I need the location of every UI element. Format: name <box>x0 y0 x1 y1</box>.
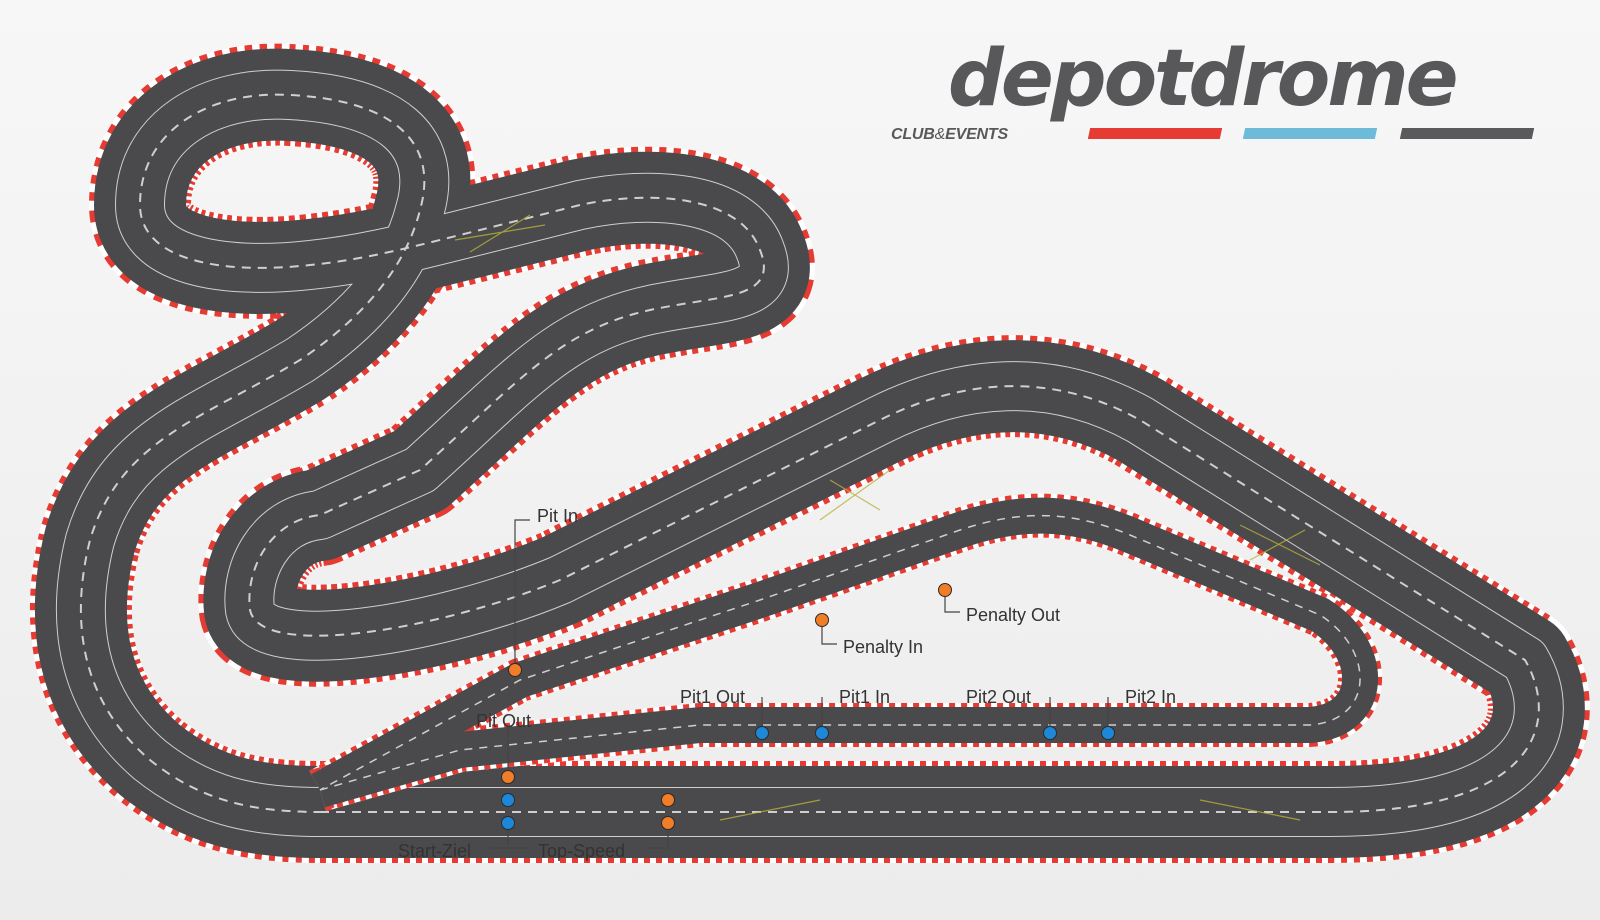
logo-sub-left: CLUB <box>891 126 935 143</box>
logo-wordmark: depotdrome <box>948 34 1459 124</box>
logo-stripe-gray <box>1399 128 1535 139</box>
label-pit1-in: Pit1 In <box>839 687 891 707</box>
logo-sub-amp: & <box>934 126 946 143</box>
logo-subtitle: CLUB&EVENTS <box>891 126 1008 144</box>
marker-pit-out <box>501 770 515 784</box>
label-top-speed: Top-Speed <box>538 841 626 861</box>
marker-pit2-out <box>1043 726 1057 740</box>
marker-penalty-out <box>938 583 952 597</box>
label-pit2-in: Pit2 In <box>1125 687 1177 707</box>
label-pit-in: Pit In <box>537 506 579 526</box>
marker-top-speed-lane-2 <box>661 816 675 830</box>
marker-pit2-in <box>1101 726 1115 740</box>
label-start-ziel: Start-Ziel <box>398 841 472 861</box>
marker-start-lane-1 <box>501 793 515 807</box>
marker-pit-in <box>508 663 522 677</box>
label-pit1-out: Pit1 Out <box>680 687 746 707</box>
logo-sub-right: EVENTS <box>945 126 1008 143</box>
marker-pit1-out <box>755 726 769 740</box>
label-pit-out: Pit Out <box>476 711 532 731</box>
crossover-marks <box>454 214 1321 821</box>
label-pit2-out: Pit2 Out <box>966 687 1032 707</box>
marker-top-speed-lane-1 <box>661 793 675 807</box>
leader-lines <box>490 519 1109 849</box>
marker-pit1-in <box>815 726 829 740</box>
marker-penalty-in <box>815 613 829 627</box>
label-penalty-in: Penalty In <box>843 637 924 657</box>
marker-layer <box>501 583 1115 830</box>
label-penalty-out: Penalty Out <box>966 605 1061 625</box>
logo-stripe-blue <box>1242 128 1378 139</box>
logo-stripe-red <box>1087 128 1223 139</box>
marker-start-lane-2 <box>501 816 515 830</box>
